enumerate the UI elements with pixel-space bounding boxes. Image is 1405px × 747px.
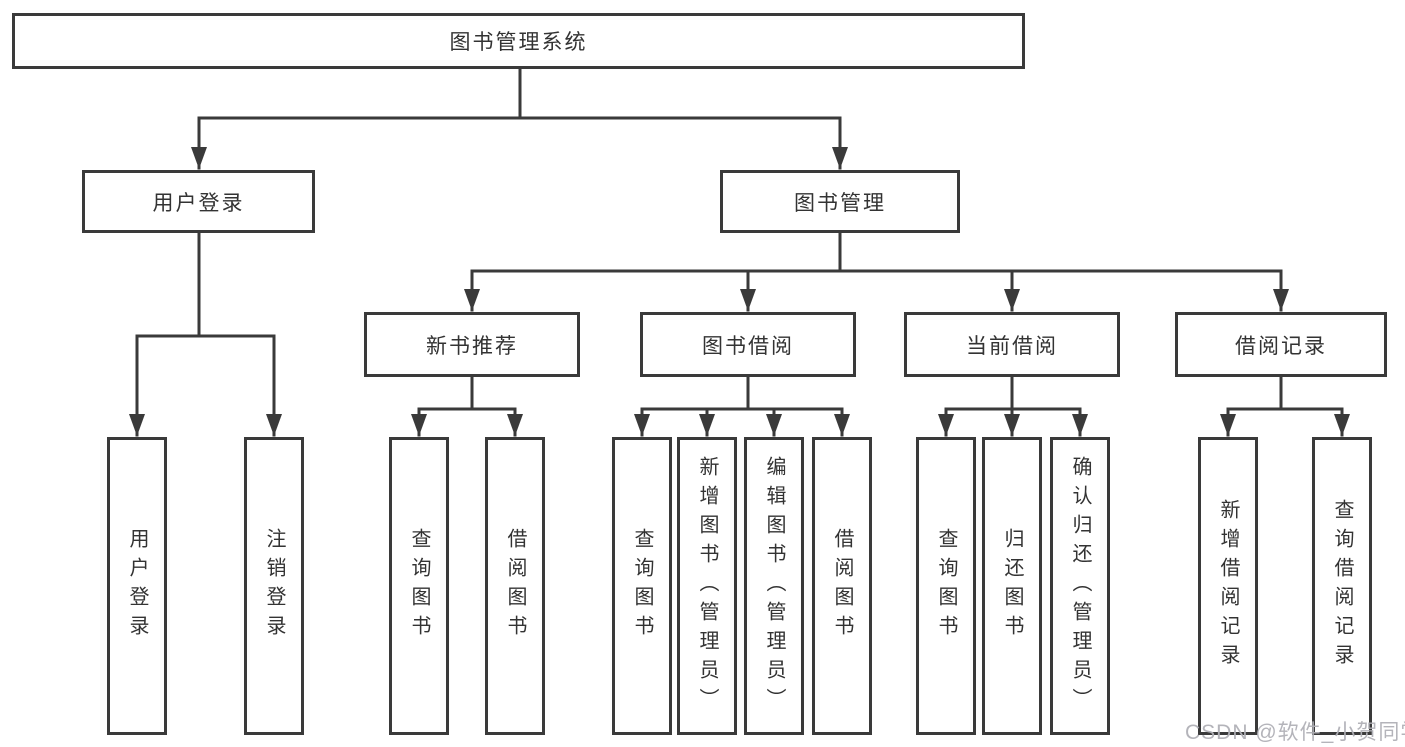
leaf-records-add-borrow-record: 新增借阅记录	[1198, 437, 1258, 735]
leaf-label: 查询图书	[631, 528, 653, 644]
leaf-recommend-query-books: 查询图书	[389, 437, 449, 735]
leaf-borrowing-add-books-admin: 新增图书（管理员）	[677, 437, 737, 735]
csdn-watermark: CSDN @软件_小贺同学	[1185, 721, 1405, 744]
leaf-label: 新增图书（管理员）	[696, 455, 718, 717]
leaf-current-query-books: 查询图书	[916, 437, 976, 735]
leaf-borrowing-edit-books-admin: 编辑图书（管理员）	[744, 437, 804, 735]
leaf-borrowing-query-books: 查询图书	[612, 437, 672, 735]
node-label: 图书管理系统	[449, 31, 588, 54]
leaf-label: 借阅图书	[831, 528, 853, 644]
leaf-label: 查询借阅记录	[1331, 499, 1353, 673]
node-label: 图书借阅	[702, 334, 794, 358]
leaf-label: 确认归还（管理员）	[1069, 455, 1091, 717]
node-label: 图书管理	[794, 191, 886, 215]
leaf-label: 归还图书	[1001, 528, 1023, 644]
leaf-recommend-borrow-books: 借阅图书	[485, 437, 545, 735]
node-label: 新书推荐	[426, 334, 518, 358]
leaf-borrowing-borrow-books: 借阅图书	[812, 437, 872, 735]
leaf-label: 新增借阅记录	[1217, 499, 1239, 673]
leaf-user-login: 用户登录	[107, 437, 167, 735]
node-new-book-recommend: 新书推荐	[364, 312, 580, 377]
node-user-login: 用户登录	[82, 170, 315, 233]
leaf-label: 用户登录	[126, 528, 148, 644]
node-label: 借阅记录	[1235, 334, 1327, 358]
node-current-borrowing: 当前借阅	[904, 312, 1120, 377]
leaf-label: 查询图书	[408, 528, 430, 644]
leaf-current-return-books: 归还图书	[982, 437, 1042, 735]
leaf-label: 查询图书	[935, 528, 957, 644]
node-label: 用户登录	[152, 191, 245, 215]
node-label: 当前借阅	[966, 334, 1058, 358]
leaf-label: 注销登录	[263, 528, 285, 644]
leaf-label: 编辑图书（管理员）	[763, 455, 785, 717]
node-library-management-system: 图书管理系统	[12, 13, 1025, 69]
leaf-logout: 注销登录	[244, 437, 304, 735]
node-book-borrowing: 图书借阅	[640, 312, 856, 377]
leaf-label: 借阅图书	[504, 528, 526, 644]
node-book-management: 图书管理	[720, 170, 960, 233]
node-borrowing-records: 借阅记录	[1175, 312, 1387, 377]
leaf-current-confirm-return-admin: 确认归还（管理员）	[1050, 437, 1110, 735]
leaf-records-query-borrow-record: 查询借阅记录	[1312, 437, 1372, 735]
